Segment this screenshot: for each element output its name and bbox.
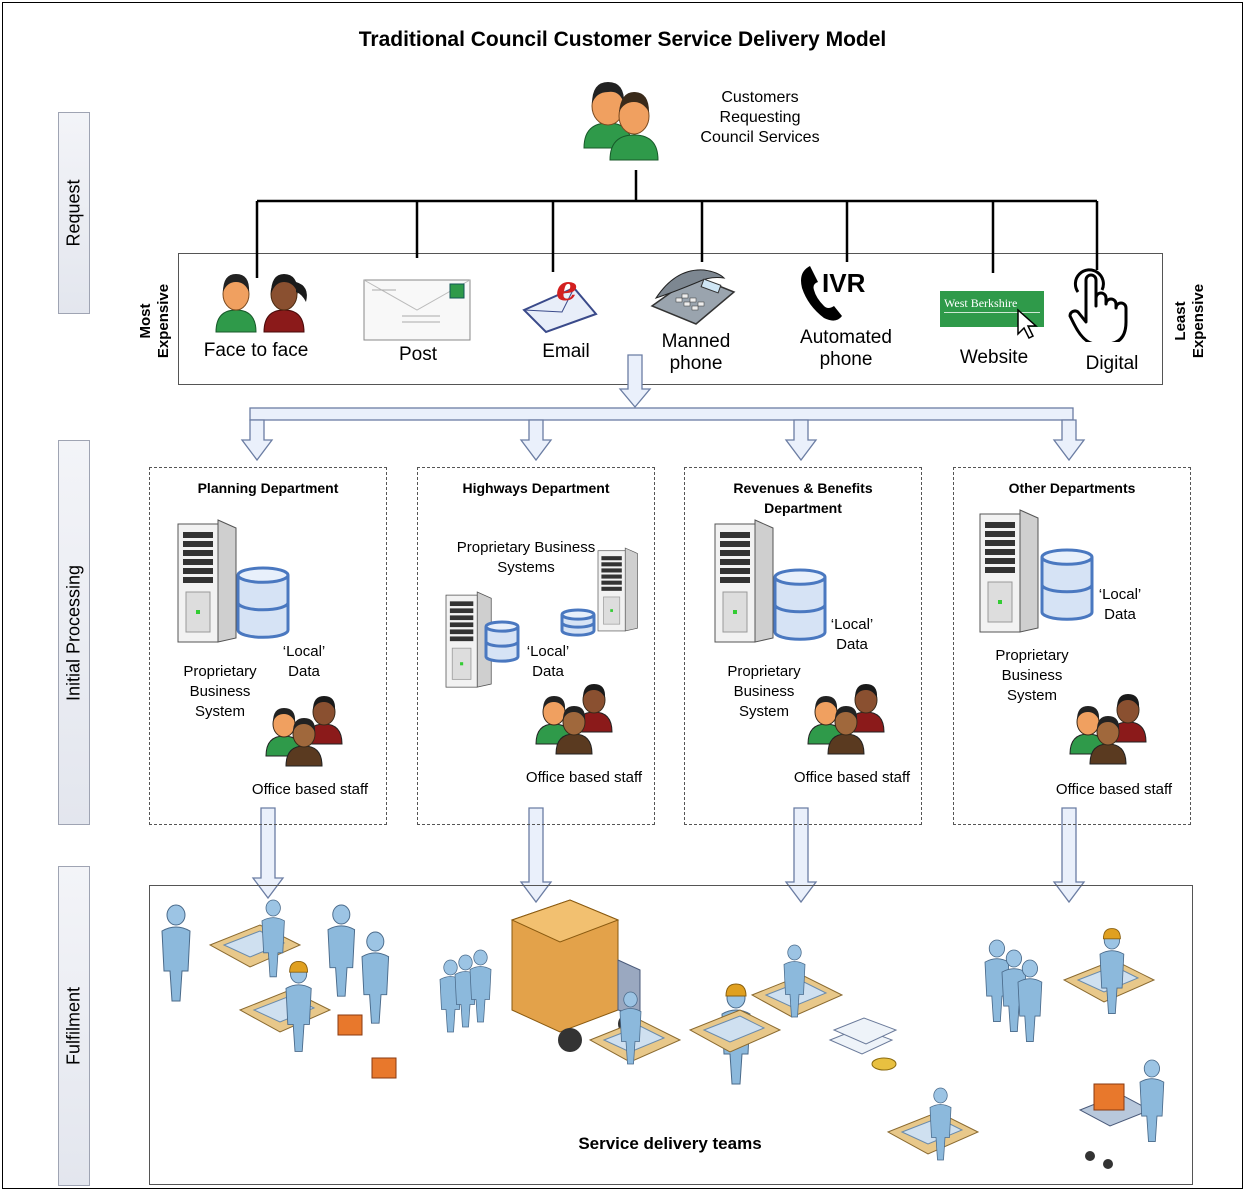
customers-icon (583, 82, 659, 161)
trolley-icon (1078, 1083, 1152, 1169)
channel-post-label: Post (398, 344, 438, 365)
server-icon (979, 509, 1039, 633)
lane-fulfilment: Fulfilment (58, 866, 90, 1186)
server-icon (445, 591, 492, 688)
svg-text:e: e (556, 269, 578, 309)
plan-desk-icon (208, 924, 302, 968)
desk-phone-icon (650, 269, 736, 325)
lane-request: Request (58, 112, 90, 314)
server-icon (597, 547, 638, 632)
staff-member-1-b (285, 718, 323, 767)
briefcase-icon (371, 1057, 397, 1079)
touch-hand-icon (1068, 268, 1128, 342)
staff-member-2-b (555, 706, 593, 755)
service-worker-icon (1139, 1059, 1165, 1143)
people-icon (215, 274, 307, 333)
channel-face-to-face-label: Face to face (203, 340, 309, 361)
highways-data-label: ‘Local’Data (526, 643, 570, 680)
other-departments: Other Departments (953, 467, 1191, 825)
channel-website-label: Website (959, 347, 1029, 368)
briefcase-icon (337, 1014, 363, 1036)
service-worker-icon (327, 904, 356, 997)
service-worker-icon (161, 904, 191, 1002)
other-data-label: ‘Local’Data (1098, 586, 1142, 623)
database-icon (773, 568, 827, 641)
planning-staff-label: Office based staff (251, 781, 369, 798)
svg-text:IVR: IVR (822, 268, 866, 298)
service-worker-icon (1099, 928, 1125, 1015)
documents-coins-icon (828, 1017, 898, 1071)
service-worker-icon (261, 899, 285, 978)
council-logo: West Berkshire (944, 294, 1040, 313)
server-icon (177, 519, 237, 643)
planning-department: Planning Department (149, 467, 387, 825)
lane-initial-processing: Initial Processing (58, 440, 90, 825)
cursor-icon (1017, 308, 1038, 340)
service-worker-icon (469, 949, 492, 1023)
service-worker-icon (1017, 959, 1043, 1043)
staff-member-4-b (1089, 716, 1127, 765)
ivr-phone-icon: IVR (801, 266, 866, 321)
channels-box (178, 253, 1163, 385)
envelope-icon (363, 279, 471, 341)
revenues-staff-label: Office based staff (793, 769, 911, 786)
database-icon (236, 566, 290, 639)
plan-desk-icon (688, 1009, 782, 1053)
server-icon (714, 519, 774, 643)
service-worker-icon (361, 931, 390, 1024)
channel-digital-label: Digital (1085, 353, 1139, 374)
database-icon (484, 620, 520, 663)
service-worker-icon (783, 944, 806, 1018)
planning-data-label: ‘Local’Data (282, 643, 326, 680)
diagram-title: Traditional Council Customer Service Del… (358, 28, 887, 51)
channel-email-label: Email (542, 341, 590, 362)
other-staff-label: Office based staff (1055, 781, 1173, 798)
database-icon (1040, 548, 1094, 621)
plan-desk-icon (238, 989, 332, 1033)
service-worker-icon (619, 991, 642, 1065)
highways-department: Highways Department (417, 467, 655, 825)
staff-member-3-c (847, 684, 885, 733)
fulfilment-box (149, 885, 1193, 1185)
revenues-data-label: ‘Local’Data (830, 616, 874, 653)
fulfilment-label: Service delivery teams (578, 1134, 762, 1153)
database-icon (560, 608, 596, 637)
highways-staff-label: Office based staff (525, 769, 643, 786)
service-worker-icon (929, 1087, 952, 1161)
service-worker-icon (285, 960, 312, 1052)
staff-member-3-b (827, 706, 865, 755)
email-icon: e (522, 269, 598, 334)
